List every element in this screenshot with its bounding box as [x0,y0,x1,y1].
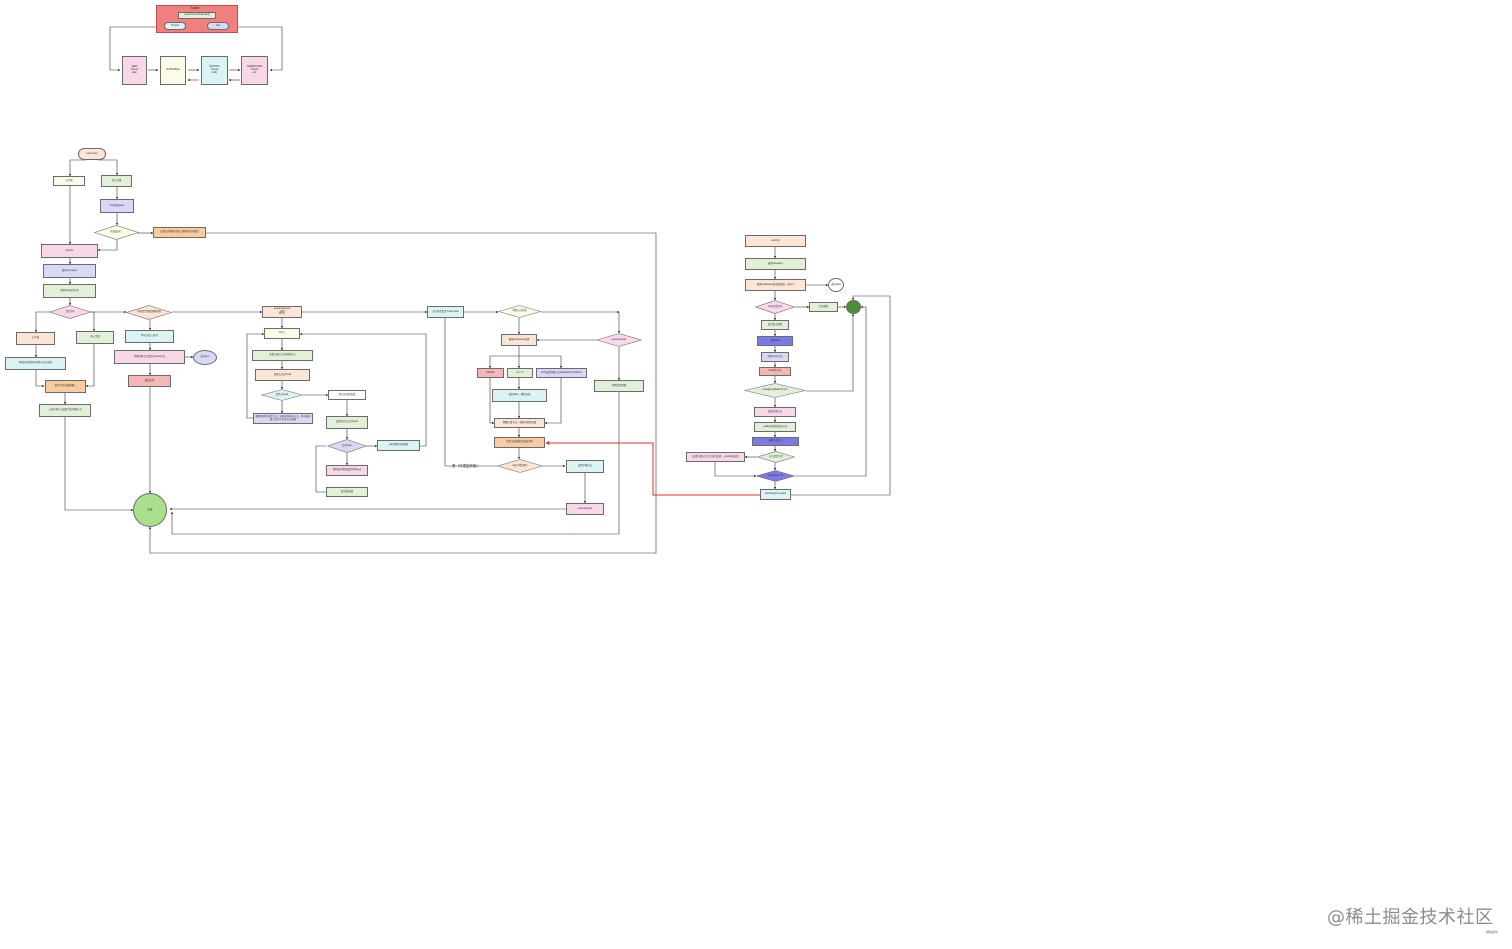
state-waiting: WAITING Thread notify [201,56,228,85]
park-node: 移除取消状态的节点，向前查找有效节点，将有效前驱节点作为当前节点前驱 [253,413,313,424]
is-zero-decision: 是否为0 [49,305,91,319]
set-owner-node: 设置当前线程为独占锁拥有者并返回 [153,227,206,238]
check-head-node: 前驱节点是head [255,369,310,381]
release-ok-node: 完全释放 [809,302,838,312]
queue-check-node: 判断队列是否有其他节点在排队 [5,357,66,370]
set-interrupt-node: 设置中断标志 [566,460,604,473]
park-thread-node: park阻塞当前线程 [377,440,420,451]
loop-node: for(;;) [264,328,300,339]
ws-zero-decision: waitStatus<=0 [756,470,795,482]
check-state-node: 判断state是否为0 [43,284,96,298]
check-prev-head-node: 判断前驱节点是否为head节点 [114,350,185,364]
timeout-decision: 响应中断/超时 [497,459,543,473]
unlock-node: unlock() [745,235,806,247]
throw-exception-node: 抛出异常 [128,375,171,387]
nonfair-lock-node: 非公平锁 [101,175,132,187]
state-panel-title: State [190,5,200,10]
start-node: lock.lock() [78,148,106,160]
set-head-node: 设置当前节点为head [326,416,368,429]
cancel-acquire-node: cancelAcquire [566,503,604,515]
return-false-node: 返回false，继续自旋 [492,389,547,402]
nonfair-lock-node-2: 非公平锁 [76,331,114,344]
acquire-queued-node: acquireQueued （自旋） for(;;) [262,306,302,318]
h-check-node: head不为空 [759,367,791,376]
corner-note: 释放成功 [1486,930,1499,934]
enqueue-node: 入队并将节点设置为队列尾节点 [39,404,91,417]
cancelled-decision: cancelAcquire [596,333,642,347]
should-park-decision: 是否park [327,439,367,453]
return-false-circle: 返回false [828,278,844,292]
is-cancel-decision: 节点是否为空 [757,451,795,463]
cas-ws-node: CAS设置前驱节点waitStatus为SIGNAL [536,368,587,378]
status-decision: 判断节点状态 [498,305,541,318]
try-acquire-node: 调用tryAcquire [43,264,96,278]
state-terminated: TERMINATED Thread exit [241,56,268,85]
interrupt-node: 线程被中断则设置中断标志 [326,465,368,476]
fair-lock-node: 公平锁 [53,176,85,186]
set-null-node: 清空独占线程 [761,320,789,330]
release-node: 调用release(1) [745,258,806,270]
ws-positive-node: ws > 0 [507,368,533,378]
cas-state-node: CAS修改state [100,199,134,213]
find-tail-node: 从tail向前查找有效节点 [754,422,796,432]
unpark-final-node: LockSupport.unpark [760,489,791,500]
end-circle: 结束 [133,493,167,527]
state-chip-thread: Thread [164,22,186,30]
add-to-queue-node: 将节点加入队列 [125,330,174,343]
cancel-node-right: 如果后继节点为空或已取消，从tail向前查找 [686,452,745,462]
highlight-connector [545,441,760,496]
watermark: @稀土掘金技术社区 [1327,907,1494,928]
fair-lock-node-2: 公平锁 [16,332,55,345]
state-chip-lock: lock [207,22,229,30]
acquire-node: acquire [41,244,98,258]
head-node: 获取head节点 [761,352,789,362]
state-new: NEW Thread start [122,56,147,85]
succ-node: 查找后继节点 [754,407,796,417]
cas-ok-decision: 修改成功？ [94,225,139,240]
state-panel-inner: synchronized/wait/notify [178,12,216,19]
status-decide-node: 根据waitStatus处理 [501,334,537,346]
cancelled-node: 判断是否阻塞 [594,380,644,392]
mid-queue-decision: 判断是否需要阻塞线程 [126,305,172,320]
unpark-node: 唤醒后继节点，继续自旋获取锁 [494,418,545,428]
try-release-node: 调用tryRelease尝试释放锁，state-1 [745,279,806,291]
set-state-node: 设置state [757,336,793,346]
try-again-node: 再次尝试获取锁 [328,390,366,400]
check-interrupt-node: 检查当前线程是否被中断 [494,437,545,448]
reentrant-node: 是否为当前线程重入 [45,380,86,393]
end-dark-circle [846,300,861,314]
state-runnable: RUNNABLE [160,56,186,85]
get-prev-node: 获取当前节点的前驱节点 [252,350,313,361]
ws-check-decision: head的waitStatus不为0 [744,383,806,398]
node-status-node: 节点状态是否为cancelled [427,306,464,318]
return-true-ellipse: 返回true [193,350,217,365]
cancel-node: 取消获取锁 [326,487,368,497]
signal-node: SIGNAL [477,368,504,378]
is-head-decision: 是否为head [261,389,303,401]
loop-edge-label: 是（可重复获取） [452,464,480,468]
release-decision: state是否为0 [755,300,795,314]
unpark-succ-node: 唤醒后继节点 [752,437,799,446]
